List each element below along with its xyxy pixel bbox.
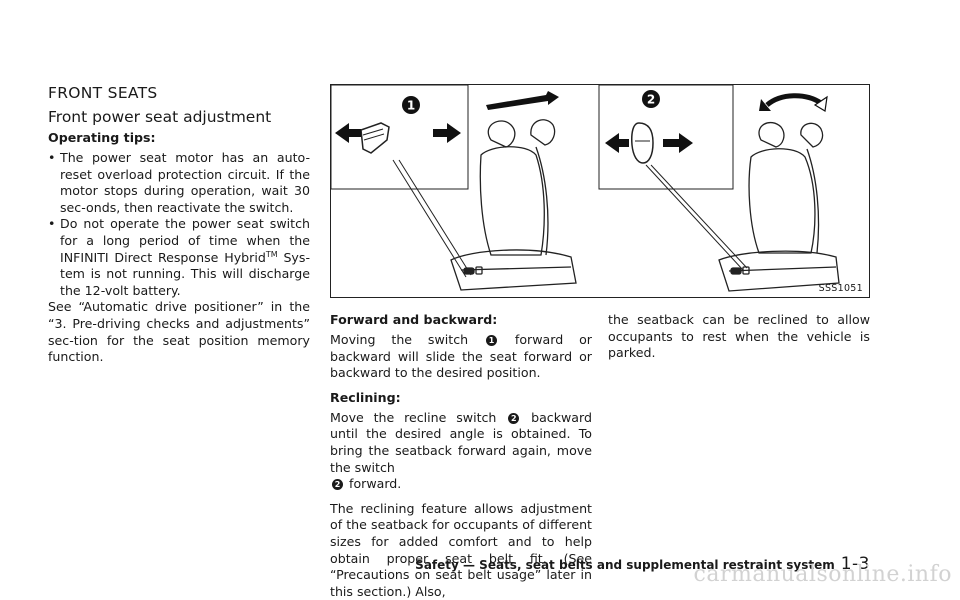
- bullet-icon: •: [48, 150, 56, 165]
- footer-section-title: Safety — Seats, seat belts and supplemen…: [415, 558, 835, 572]
- continued-text: the seatback can be reclined to allow oc…: [608, 312, 870, 361]
- slide-direction-arrow-icon: [486, 91, 559, 110]
- middle-column: Forward and backward: Moving the switch …: [330, 312, 592, 600]
- recline-switch-icon: [631, 122, 654, 164]
- reclining-text: Move the recline switch 2 backward until…: [330, 410, 592, 493]
- seat-illustration: 1: [330, 84, 870, 298]
- seat-illustration-right: [718, 122, 840, 292]
- arrow-right-icon: [433, 123, 461, 143]
- see-reference-text: See “Automatic drive positioner” in the …: [48, 299, 310, 365]
- callout-1-badge: 1: [402, 96, 420, 114]
- reclining-feature-text: The reclining feature allows adjustment …: [330, 500, 592, 599]
- watermark: carmanualsonline.info: [693, 562, 952, 587]
- forward-backward-text: Moving the switch 1 forward or backward …: [330, 332, 592, 382]
- seat-diagram: 1: [330, 84, 840, 292]
- subsection-title: Front power seat adjustment: [48, 108, 272, 126]
- arrow-left-icon: [335, 123, 361, 143]
- bullet-item: • Do not operate the power seat switch f…: [48, 216, 310, 299]
- leader-line: [650, 164, 748, 269]
- seat-illustration-left: [450, 119, 577, 291]
- text-run: forward.: [349, 476, 402, 492]
- switch-inset-frame: [598, 84, 734, 190]
- bullet-text: Do not operate the power seat switch for…: [60, 216, 310, 265]
- forward-backward-heading: Forward and backward:: [330, 312, 498, 327]
- text-run: Moving the switch: [330, 332, 469, 347]
- leader-line: [645, 164, 744, 271]
- section-title: FRONT SEATS: [48, 84, 158, 102]
- callout-ref-icon: 2: [508, 412, 520, 424]
- text-run: Move the recline switch: [330, 409, 497, 425]
- bullet-item: • The power seat motor has an auto-reset…: [48, 150, 310, 216]
- left-column: FRONT SEATS Front power seat adjustment …: [48, 84, 310, 366]
- callout-2-badge: 2: [642, 90, 660, 108]
- right-column: the seatback can be reclined to allow oc…: [608, 312, 870, 362]
- leader-line: [392, 159, 467, 278]
- leader-line: [398, 159, 472, 276]
- arrow-left-icon: [605, 133, 629, 153]
- figure-code: SSS1051: [818, 283, 863, 294]
- callout-ref-icon: 1: [486, 335, 498, 346]
- bullet-text-cont: Sys-tem is not running. This will discha…: [60, 249, 310, 298]
- callout-2-label: 2: [647, 93, 655, 107]
- slide-switch-icon: [360, 122, 390, 154]
- text-run: backward until the desired angle is obta…: [330, 409, 592, 475]
- recline-direction-arrow-icon: [759, 93, 828, 112]
- operating-tips-heading: Operating tips:: [48, 130, 156, 145]
- reclining-heading: Reclining:: [330, 389, 401, 405]
- text-run: forward or backward will slide the seat …: [330, 332, 592, 381]
- callout-1-label: 1: [407, 99, 415, 113]
- page-footer: Safety — Seats, seat belts and supplemen…: [415, 554, 870, 574]
- trademark-mark: TM: [265, 249, 278, 259]
- page-number: 1-3: [840, 554, 870, 574]
- arrow-right-icon: [663, 133, 693, 153]
- callout-ref-icon: 2: [332, 479, 343, 491]
- bullet-text: The power seat motor has an auto-reset o…: [60, 150, 310, 215]
- bullet-icon: •: [48, 216, 56, 232]
